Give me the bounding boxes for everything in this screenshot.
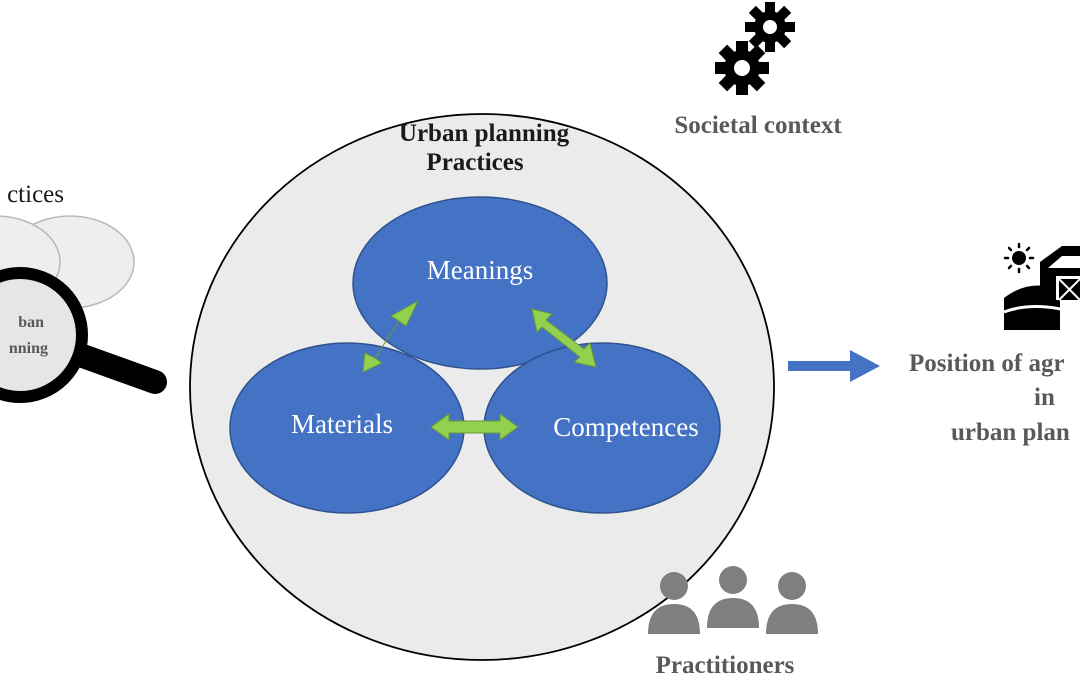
urban-planning-title-line2: Practices bbox=[426, 149, 523, 176]
lens-label-line1: ban bbox=[18, 314, 44, 331]
position-label-line3: urban plan bbox=[951, 419, 1070, 446]
position-label-line2: in bbox=[1034, 384, 1055, 411]
societal-context-label: Societal context bbox=[674, 112, 842, 139]
urban-planning-practices: Urban planning Practices Meanings Materi… bbox=[189, 113, 775, 661]
practices-outer-ellipse bbox=[189, 113, 775, 661]
farm-barn-icon bbox=[1003, 246, 1080, 330]
lens-label-line2: nning bbox=[9, 340, 48, 357]
position-label-line1: Position of agr bbox=[909, 350, 1065, 377]
gears-icon bbox=[715, 2, 795, 95]
materials-label: Materials bbox=[291, 409, 393, 439]
sun-icon bbox=[1003, 242, 1035, 274]
practitioners-label: Practitioners bbox=[656, 652, 795, 675]
urban-planning-title-line1: Urban planning bbox=[399, 120, 570, 147]
meanings-materials-arrow bbox=[362, 299, 420, 373]
materials-competences-arrow bbox=[430, 413, 519, 441]
practices-title: ctices bbox=[7, 181, 64, 208]
competences-label: Competences bbox=[553, 412, 698, 442]
magnifying-glass-icon: ban nning bbox=[0, 267, 167, 403]
output-arrow bbox=[788, 350, 880, 382]
meanings-competences-arrow bbox=[531, 308, 597, 368]
meanings-label: Meanings bbox=[427, 255, 533, 285]
people-group-icon bbox=[648, 566, 818, 634]
